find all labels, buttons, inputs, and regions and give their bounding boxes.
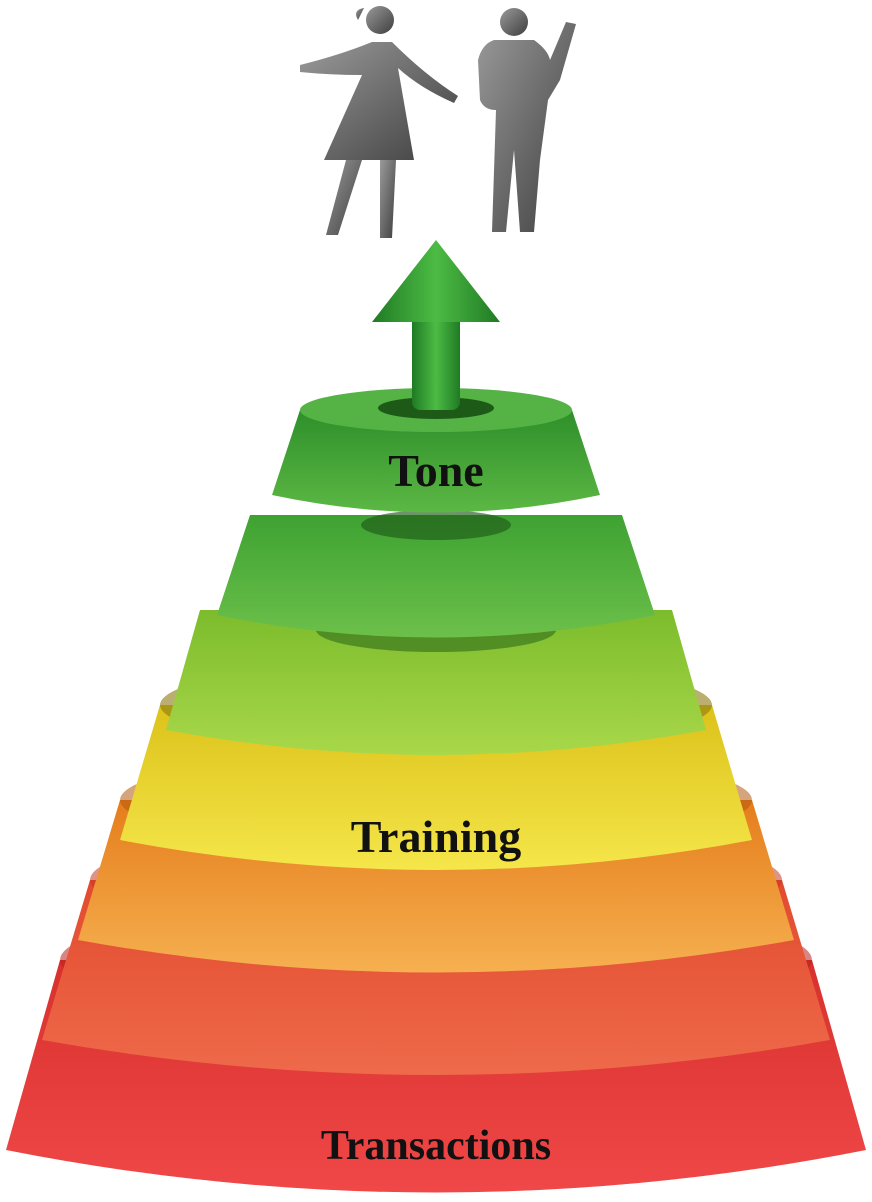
two-people-dancing-icon: [300, 6, 576, 238]
tier-label-transactions: Transactions: [320, 1123, 552, 1169]
tier-2: [217, 510, 655, 638]
tier-label-training: Training: [350, 811, 522, 862]
tier-label-tone: Tone: [388, 445, 484, 496]
up-arrow-icon: [372, 240, 500, 410]
